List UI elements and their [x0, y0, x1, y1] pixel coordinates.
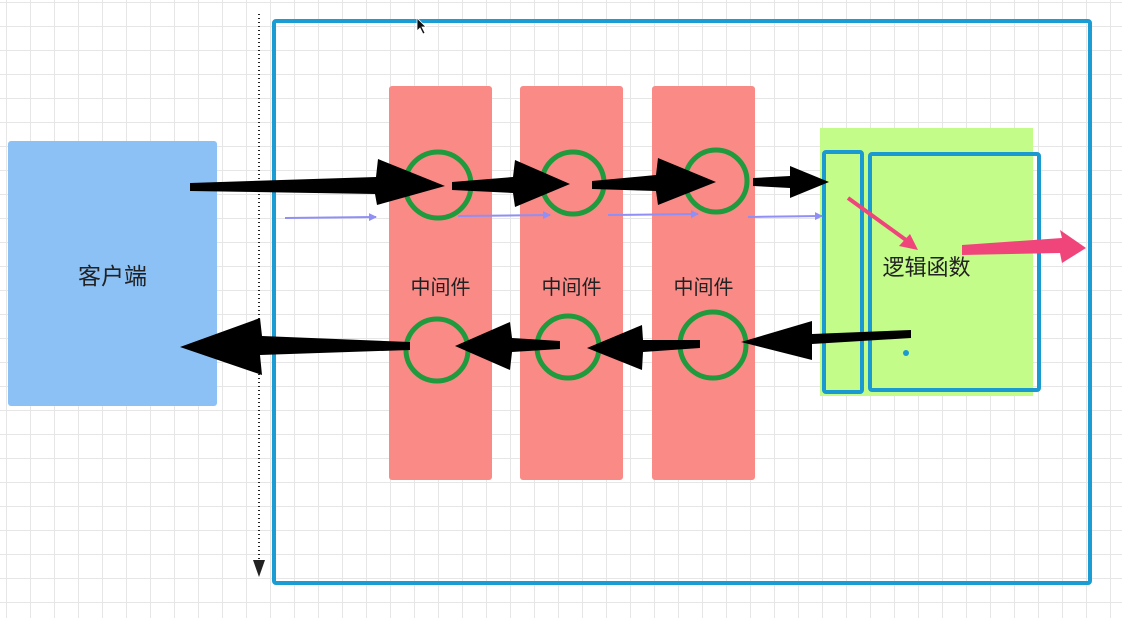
response-arrow-1	[741, 321, 911, 360]
pink-arrow-inner-head	[899, 234, 918, 250]
pink-arrow-inner-shaft	[846, 196, 908, 242]
mouse-cursor-icon	[416, 17, 427, 35]
flow-arrow-3	[607, 210, 699, 219]
response-arrow-4	[180, 318, 410, 375]
request-arrow-1	[190, 159, 445, 205]
flow-arrow-4	[747, 212, 823, 221]
request-arrow-2	[452, 160, 570, 207]
response-arrow-2	[587, 325, 700, 370]
client-box: 客户端	[8, 141, 217, 406]
flow-arrow-1	[284, 213, 377, 222]
request-arrow-3	[592, 158, 716, 205]
logic-entry-strip	[822, 150, 864, 394]
middleware-3-label: 中间件	[673, 275, 734, 299]
middleware-1-label: 中间件	[410, 275, 471, 299]
flow-arrow-2	[457, 211, 551, 220]
logic-function-box	[868, 152, 1041, 392]
pink-arrow-output	[962, 230, 1086, 263]
logic-dot	[903, 350, 909, 356]
request-arrow-4	[753, 166, 829, 198]
ring-bottom-1	[403, 316, 471, 384]
server-frame	[272, 19, 1092, 585]
client-label: 客户端	[78, 263, 147, 290]
timeline-arrowhead	[253, 560, 265, 577]
middleware-2-label: 中间件	[541, 275, 602, 299]
logic-function-label: 逻辑函数	[882, 256, 971, 281]
response-arrow-3	[455, 322, 560, 370]
logic-highlight	[820, 128, 1033, 396]
